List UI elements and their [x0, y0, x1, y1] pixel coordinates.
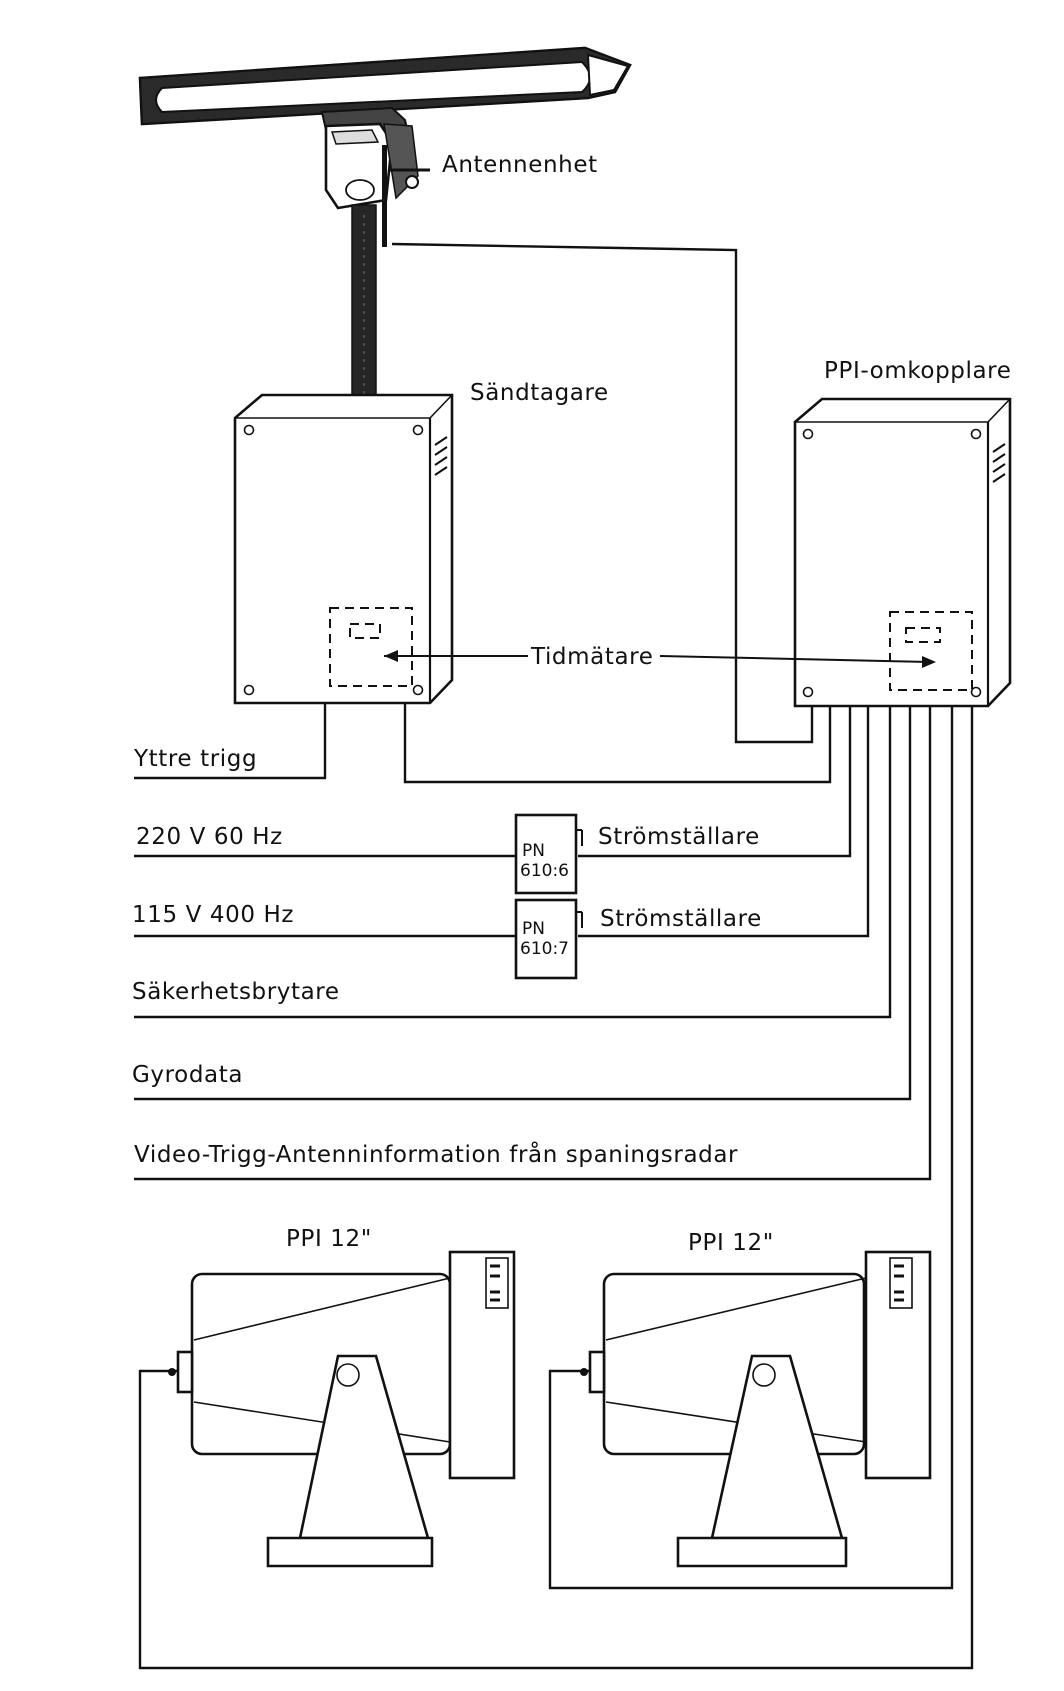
label-display-left: PPI 12"	[286, 1226, 372, 1252]
label-timer: Tidmätare	[530, 644, 653, 670]
switch-line1: PN	[522, 841, 545, 861]
switch-line2: 610:7	[520, 939, 569, 959]
ppi-display-left	[168, 1250, 516, 1568]
label-video-trigger: Video-Trigg-Antenninformation från spani…	[134, 1140, 738, 1168]
antenna-unit	[138, 46, 632, 411]
timer-arrows	[384, 650, 936, 668]
label-transceiver: Sändtagare	[470, 380, 609, 406]
label-antenna-unit: Antennenhet	[442, 152, 598, 178]
label-external-trigger: Yttre trigg	[133, 746, 257, 772]
vent-icon	[992, 443, 1006, 483]
label-gyro: Gyrodata	[132, 1062, 243, 1088]
ppi-switch-unit	[793, 397, 1012, 708]
switch-pn-610-6: PN 610:6	[514, 813, 583, 895]
label-switch-2: Strömställare	[600, 906, 762, 932]
label-safety-breaker: Säkerhetsbrytare	[132, 979, 340, 1005]
label-display-right: PPI 12"	[688, 1230, 774, 1256]
label-power-220: 220 V 60 Hz	[136, 824, 283, 850]
switch-line2: 610:6	[520, 861, 569, 881]
label-ppi-switch: PPI-omkopplare	[824, 358, 1011, 384]
switch-line1: PN	[522, 919, 545, 939]
vent-icon	[434, 436, 448, 476]
ppi-display-right	[580, 1250, 932, 1568]
wiring	[134, 242, 974, 1670]
switch-pn-610-7: PN 610:7	[514, 898, 583, 980]
label-switch-1: Strömställare	[598, 824, 760, 850]
label-power-115: 115 V 400 Hz	[132, 902, 294, 928]
